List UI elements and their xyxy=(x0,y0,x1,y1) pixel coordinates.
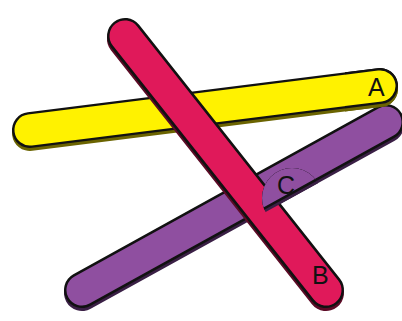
stick-label: B xyxy=(312,263,329,288)
stick-label: C xyxy=(277,173,295,198)
stick-label: A xyxy=(368,75,385,100)
